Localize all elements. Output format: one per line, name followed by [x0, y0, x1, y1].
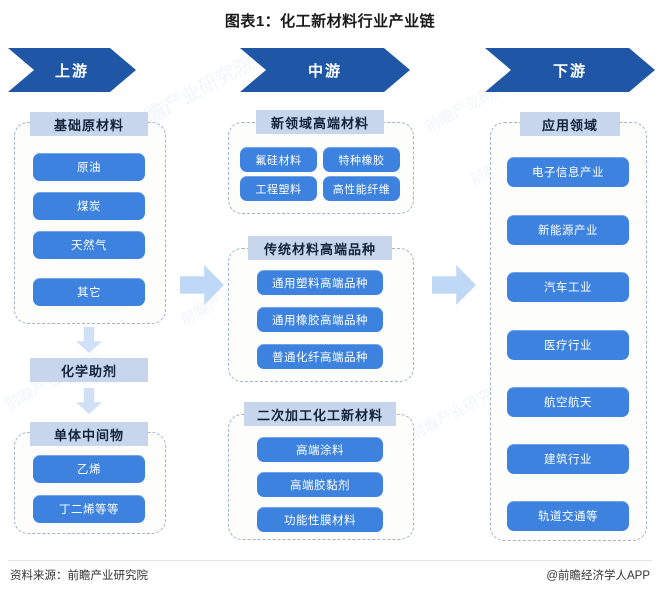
- midstream-new-field-header-label: 新领域高端材料: [270, 115, 369, 131]
- upstream-raw-materials-header-label: 基础原材料: [53, 117, 124, 133]
- midstream-new-field-item-special-rubber[interactable]: 特种橡胶: [323, 147, 400, 172]
- downstream-applications-header-label: 应用领域: [541, 117, 598, 133]
- upstream-item-natural-gas[interactable]: 天然气: [33, 231, 145, 259]
- midstream-item-label: 氟硅材料: [255, 154, 302, 167]
- footer-source: 资料来源：前瞻产业研究院: [10, 570, 148, 582]
- upstream-monomers-header-label: 单体中间物: [53, 427, 124, 443]
- downstream-item-electronics[interactable]: 电子信息产业: [507, 157, 629, 187]
- midstream-new-field-item-engineering-plastics[interactable]: 工程塑料: [240, 176, 317, 201]
- downstream-item-label: 电子信息产业: [532, 167, 604, 179]
- downstream-item-label: 新能源产业: [538, 225, 598, 237]
- midstream-item-label: 普通化纤高端品种: [272, 351, 368, 364]
- midstream-new-field-item-fluorosilicone[interactable]: 氟硅材料: [240, 147, 317, 172]
- upstream-item-label: 煤炭: [77, 201, 101, 213]
- downstream-item-label: 汽车工业: [544, 282, 592, 294]
- midstream-item-label: 高端涂料: [296, 444, 344, 457]
- footer-credit: @前瞻经济学人APP: [546, 570, 650, 582]
- arrow-right-icon-1: [180, 265, 224, 305]
- downstream-item-rail-transit[interactable]: 轨道交通等: [507, 501, 629, 531]
- downstream-item-label: 航空航天: [544, 397, 592, 409]
- midstream-traditional-header: 传统材料高端品种: [248, 236, 392, 260]
- downstream-item-automotive[interactable]: 汽车工业: [507, 272, 629, 302]
- upstream-monomer-label: 乙烯: [77, 464, 101, 476]
- midstream-secondary-header: 二次加工化工新材料: [244, 402, 396, 426]
- midstream-item-label: 高端胶黏剂: [290, 479, 350, 492]
- midstream-secondary-header-label: 二次加工化工新材料: [256, 407, 383, 423]
- midstream-secondary-item-functional-films[interactable]: 功能性膜材料: [257, 507, 383, 532]
- upstream-monomer-ethylene[interactable]: 乙烯: [33, 455, 145, 483]
- banner-midstream[interactable]: 中游: [240, 48, 410, 92]
- downstream-item-label: 医疗行业: [544, 340, 592, 352]
- banner-upstream[interactable]: 上游: [8, 48, 136, 92]
- downstream-applications-header: 应用领域: [520, 112, 620, 136]
- midstream-secondary-item-adhesives[interactable]: 高端胶黏剂: [257, 472, 383, 497]
- midstream-item-label: 通用塑料高端品种: [272, 277, 368, 290]
- banner-downstream[interactable]: 下游: [485, 48, 655, 92]
- downstream-item-label: 建筑行业: [544, 454, 592, 466]
- arrow-right-icon-2: [432, 265, 476, 305]
- arrow-down-icon-1: [76, 327, 102, 353]
- midstream-traditional-item-general-fiber[interactable]: 普通化纤高端品种: [257, 344, 383, 369]
- upstream-item-other[interactable]: 其它: [33, 278, 145, 306]
- downstream-item-label: 轨道交通等: [538, 511, 598, 523]
- upstream-item-crude-oil[interactable]: 原油: [33, 153, 145, 181]
- midstream-traditional-item-general-plastics[interactable]: 通用塑料高端品种: [257, 270, 383, 295]
- upstream-item-label: 原油: [77, 162, 101, 174]
- upstream-monomer-label: 丁二烯等等: [59, 504, 119, 516]
- midstream-item-label: 功能性膜材料: [284, 514, 356, 527]
- upstream-monomers-header: 单体中间物: [30, 422, 148, 446]
- midstream-item-label: 特种橡胶: [338, 154, 385, 167]
- downstream-item-aerospace[interactable]: 航空航天: [507, 387, 629, 417]
- upstream-additives-bar[interactable]: 化学助剂: [30, 358, 148, 382]
- page-title: 图表1：化工新材料行业产业链: [224, 13, 436, 30]
- downstream-item-new-energy[interactable]: 新能源产业: [507, 215, 629, 245]
- midstream-new-field-header: 新领域高端材料: [256, 110, 384, 134]
- midstream-item-label: 通用橡胶高端品种: [272, 314, 368, 327]
- midstream-traditional-item-general-rubber[interactable]: 通用橡胶高端品种: [257, 307, 383, 332]
- upstream-additives-label: 化学助剂: [60, 363, 117, 379]
- upstream-item-label: 其它: [77, 287, 101, 299]
- banner-downstream-label: 下游: [552, 62, 587, 80]
- banner-midstream-label: 中游: [307, 62, 342, 80]
- upstream-raw-materials-header: 基础原材料: [30, 112, 148, 136]
- midstream-item-label: 高性能纤维: [332, 183, 391, 196]
- arrow-down-icon-2: [76, 388, 102, 414]
- upstream-item-coal[interactable]: 煤炭: [33, 192, 145, 220]
- upstream-monomer-butadiene[interactable]: 丁二烯等等: [33, 495, 145, 523]
- footer-divider: [8, 560, 652, 561]
- downstream-item-construction[interactable]: 建筑行业: [507, 444, 629, 474]
- midstream-new-field-item-high-performance-fiber[interactable]: 高性能纤维: [323, 176, 400, 201]
- midstream-item-label: 工程塑料: [255, 183, 302, 196]
- upstream-item-label: 天然气: [71, 240, 107, 252]
- midstream-traditional-header-label: 传统材料高端品种: [263, 241, 376, 257]
- banner-upstream-label: 上游: [54, 62, 89, 80]
- midstream-secondary-item-coatings[interactable]: 高端涂料: [257, 437, 383, 462]
- downstream-item-medical[interactable]: 医疗行业: [507, 330, 629, 360]
